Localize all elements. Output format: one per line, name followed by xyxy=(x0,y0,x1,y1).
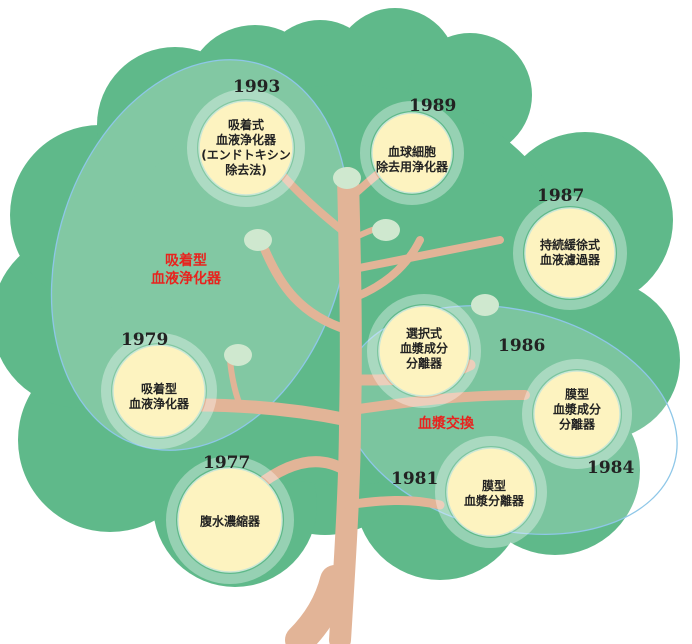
year-label-1981: 1981 xyxy=(391,469,439,489)
node-label-1977: 腹水濃縮器 xyxy=(199,514,261,529)
node-circle-1993 xyxy=(198,100,294,196)
year-label-1989: 1989 xyxy=(409,96,457,116)
node-circle-1984 xyxy=(533,370,621,458)
tree-canopy xyxy=(0,8,680,587)
node-circles xyxy=(112,100,621,573)
year-label-1977: 1977 xyxy=(203,453,251,473)
node-circle-1987 xyxy=(524,207,616,299)
node-label-1979: 吸着型血液浄化器 xyxy=(128,382,190,411)
node-circle-1986 xyxy=(378,305,470,397)
node-label-1987: 持続緩徐式血液濾過器 xyxy=(539,238,601,267)
year-label-1986: 1986 xyxy=(498,336,546,356)
node-label-1981: 膜型血漿分離器 xyxy=(463,479,525,508)
node-circle-1977 xyxy=(177,467,283,573)
node-label-1986: 選択式血漿成分分離器 xyxy=(399,326,449,371)
node-circle-1981 xyxy=(446,447,536,537)
year-label-1979: 1979 xyxy=(121,330,169,350)
node-label-1984: 膜型血漿成分分離器 xyxy=(552,387,602,432)
node-halos xyxy=(101,89,632,584)
year-label-1984: 1984 xyxy=(587,458,635,478)
adsorption-group-label: 吸着型血液浄化器 xyxy=(151,253,221,287)
plasma-exchange-group-label: 血漿交換 xyxy=(418,416,474,432)
node-circle-1989 xyxy=(371,112,453,194)
year-label-1987: 1987 xyxy=(537,186,585,206)
leaf-buds xyxy=(224,167,499,366)
year-label-1993: 1993 xyxy=(233,77,281,97)
node-label-1989: 血球細胞除去用浄化器 xyxy=(375,145,449,174)
node-label-1993: 吸着式血液浄化器(エンドトキシン除去法) xyxy=(201,118,291,177)
node-circle-1979 xyxy=(112,344,206,438)
